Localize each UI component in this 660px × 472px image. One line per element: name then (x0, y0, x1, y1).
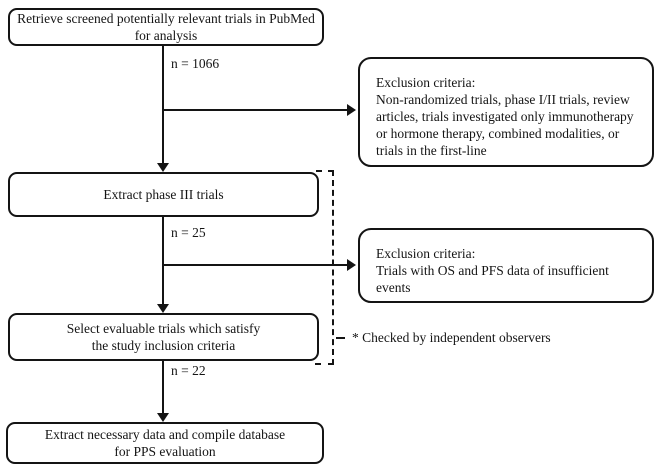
arrowhead-down-step3 (157, 304, 169, 313)
connector-branch-exclusion2 (163, 264, 347, 266)
flow-step-retrieve-trials: Retrieve screened potentially relevant t… (8, 8, 324, 46)
exclusion2-body: Trials with OS and PFS data of insuffici… (376, 263, 609, 295)
count-label-n22: n = 22 (171, 363, 206, 378)
exclusion2-title: Exclusion criteria: (376, 246, 476, 261)
dashed-bracket-vertical (332, 170, 334, 365)
step2-line1: Extract phase III trials (103, 187, 224, 202)
dashed-bracket-bottom (315, 363, 334, 365)
step3-line2: the study inclusion criteria (91, 338, 236, 353)
step1-line2: for analysis (134, 28, 198, 43)
arrowhead-down-step4 (157, 413, 169, 422)
step1-line1: Retrieve screened potentially relevant t… (17, 11, 315, 26)
checked-by-observers-note: * Checked by independent observers (352, 330, 551, 345)
exclusion1-title: Exclusion criteria: (376, 75, 476, 90)
count-label-n25: n = 25 (171, 225, 206, 240)
arrowhead-right-exclusion2 (347, 259, 356, 271)
count-label-n1066: n = 1066 (171, 56, 220, 71)
dashed-bracket-tick (336, 337, 345, 339)
connector-step2-step3 (162, 217, 164, 305)
flow-step-extract-phase3: Extract phase III trials (8, 172, 319, 217)
exclusion-criteria-box-2: Exclusion criteria: Trials with OS and P… (358, 228, 654, 303)
connector-step1-step2 (162, 46, 164, 164)
connector-branch-exclusion1 (163, 109, 347, 111)
flow-step-select-evaluable: Select evaluable trials which satisfy th… (8, 313, 319, 361)
arrowhead-right-exclusion1 (347, 104, 356, 116)
step3-line1: Select evaluable trials which satisfy (66, 321, 261, 336)
dashed-bracket-top (316, 170, 334, 172)
exclusion1-body: Non-randomized trials, phase I/II trials… (376, 92, 634, 158)
exclusion-criteria-box-1: Exclusion criteria: Non-randomized trial… (358, 57, 654, 167)
flow-step-compile-database: Extract necessary data and compile datab… (6, 422, 324, 464)
step4-line2: for PPS evaluation (114, 444, 216, 459)
step4-line1: Extract necessary data and compile datab… (44, 427, 286, 442)
connector-step3-step4 (162, 361, 164, 414)
arrowhead-down-step2 (157, 163, 169, 172)
